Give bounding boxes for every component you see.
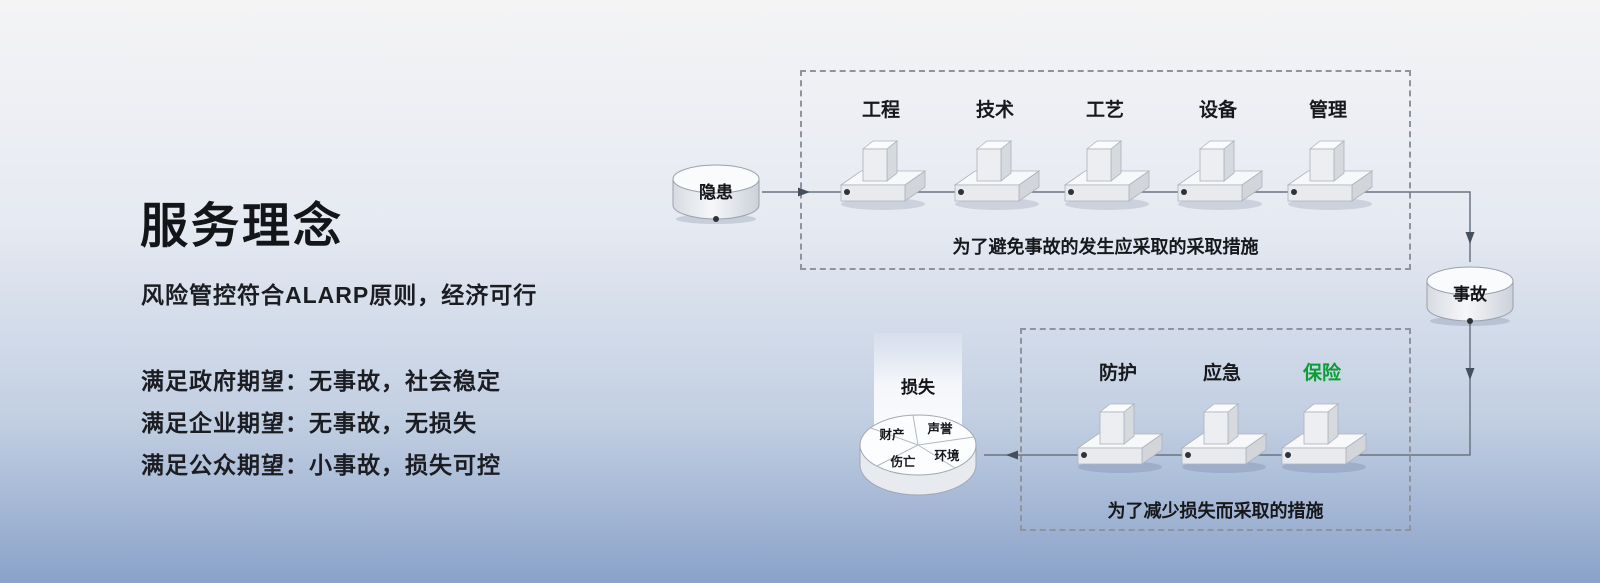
hazard-node: 隐患 (671, 162, 761, 226)
barrier-icon (1281, 403, 1367, 474)
intro-subtitle: 风险管控符合ALARP原则，经济可行 (141, 282, 538, 308)
barrier-label: 防护 (1098, 363, 1137, 384)
loss-node: 损失 财产 声誉 伤亡 环境 (859, 333, 977, 496)
barrier-technology: 技术 (945, 98, 1045, 218)
barrier-icon (1181, 403, 1267, 474)
barrier-label: 工程 (861, 100, 900, 121)
accident-label: 事故 (1453, 285, 1487, 304)
barrier-icon (1177, 140, 1263, 211)
barrier-insurance: 保险 (1272, 361, 1372, 481)
expectation-list: 满足政府期望：无事故，社会稳定 满足企业期望：无事故，无损失 满足公众期望：小事… (141, 360, 501, 486)
loss-segment-environment: 环境 (934, 448, 960, 463)
mitigation-caption: 为了减少损失而采取的措施 (1107, 501, 1324, 521)
expectation-enterprise: 满足企业期望：无事故，无损失 (141, 410, 477, 436)
page-title: 服务理念 (140, 200, 345, 253)
barrier-emergency: 应急 (1172, 361, 1272, 481)
arrow-left-icon (1006, 450, 1018, 460)
loss-segment-casualty: 伤亡 (889, 454, 916, 469)
loss-pie-dividers (870, 414, 975, 469)
hazard-label: 隐患 (699, 183, 733, 202)
barrier-equipment: 设备 (1168, 98, 1268, 218)
barrier-protection: 防护 (1068, 361, 1168, 481)
loss-segment-property: 财产 (878, 427, 904, 442)
barrier-icon (1287, 140, 1373, 211)
barrier-engineering: 工程 (831, 98, 931, 218)
barrier-label: 工艺 (1085, 100, 1124, 121)
barrier-label: 应急 (1202, 363, 1241, 384)
barrier-icon (954, 140, 1040, 211)
expectation-government: 满足政府期望：无事故，社会稳定 (141, 368, 501, 394)
loss-segment-reputation: 声誉 (926, 421, 953, 436)
arrow-right-icon (798, 187, 810, 197)
barrier-label: 技术 (975, 100, 1014, 121)
prevention-caption: 为了避免事故的发生应采取的采取措施 (952, 237, 1259, 257)
mitigation-group-box (1020, 328, 1411, 531)
accident-node: 事故 (1425, 264, 1515, 328)
barrier-label: 保险 (1302, 363, 1341, 384)
expectation-public: 满足公众期望：小事故，损失可控 (141, 452, 501, 478)
barrier-icon (1064, 140, 1150, 211)
barrier-process: 工艺 (1055, 98, 1155, 218)
barrier-icon (1077, 403, 1163, 474)
barrier-icon (840, 140, 926, 211)
loss-label: 损失 (901, 377, 936, 397)
arrow-down-icon (1465, 232, 1475, 244)
prevention-group-box (800, 70, 1411, 270)
arrow-down-icon (1465, 368, 1475, 380)
barrier-label: 管理 (1308, 100, 1347, 121)
barrier-management: 管理 (1278, 98, 1378, 218)
barrier-label: 设备 (1198, 100, 1237, 121)
